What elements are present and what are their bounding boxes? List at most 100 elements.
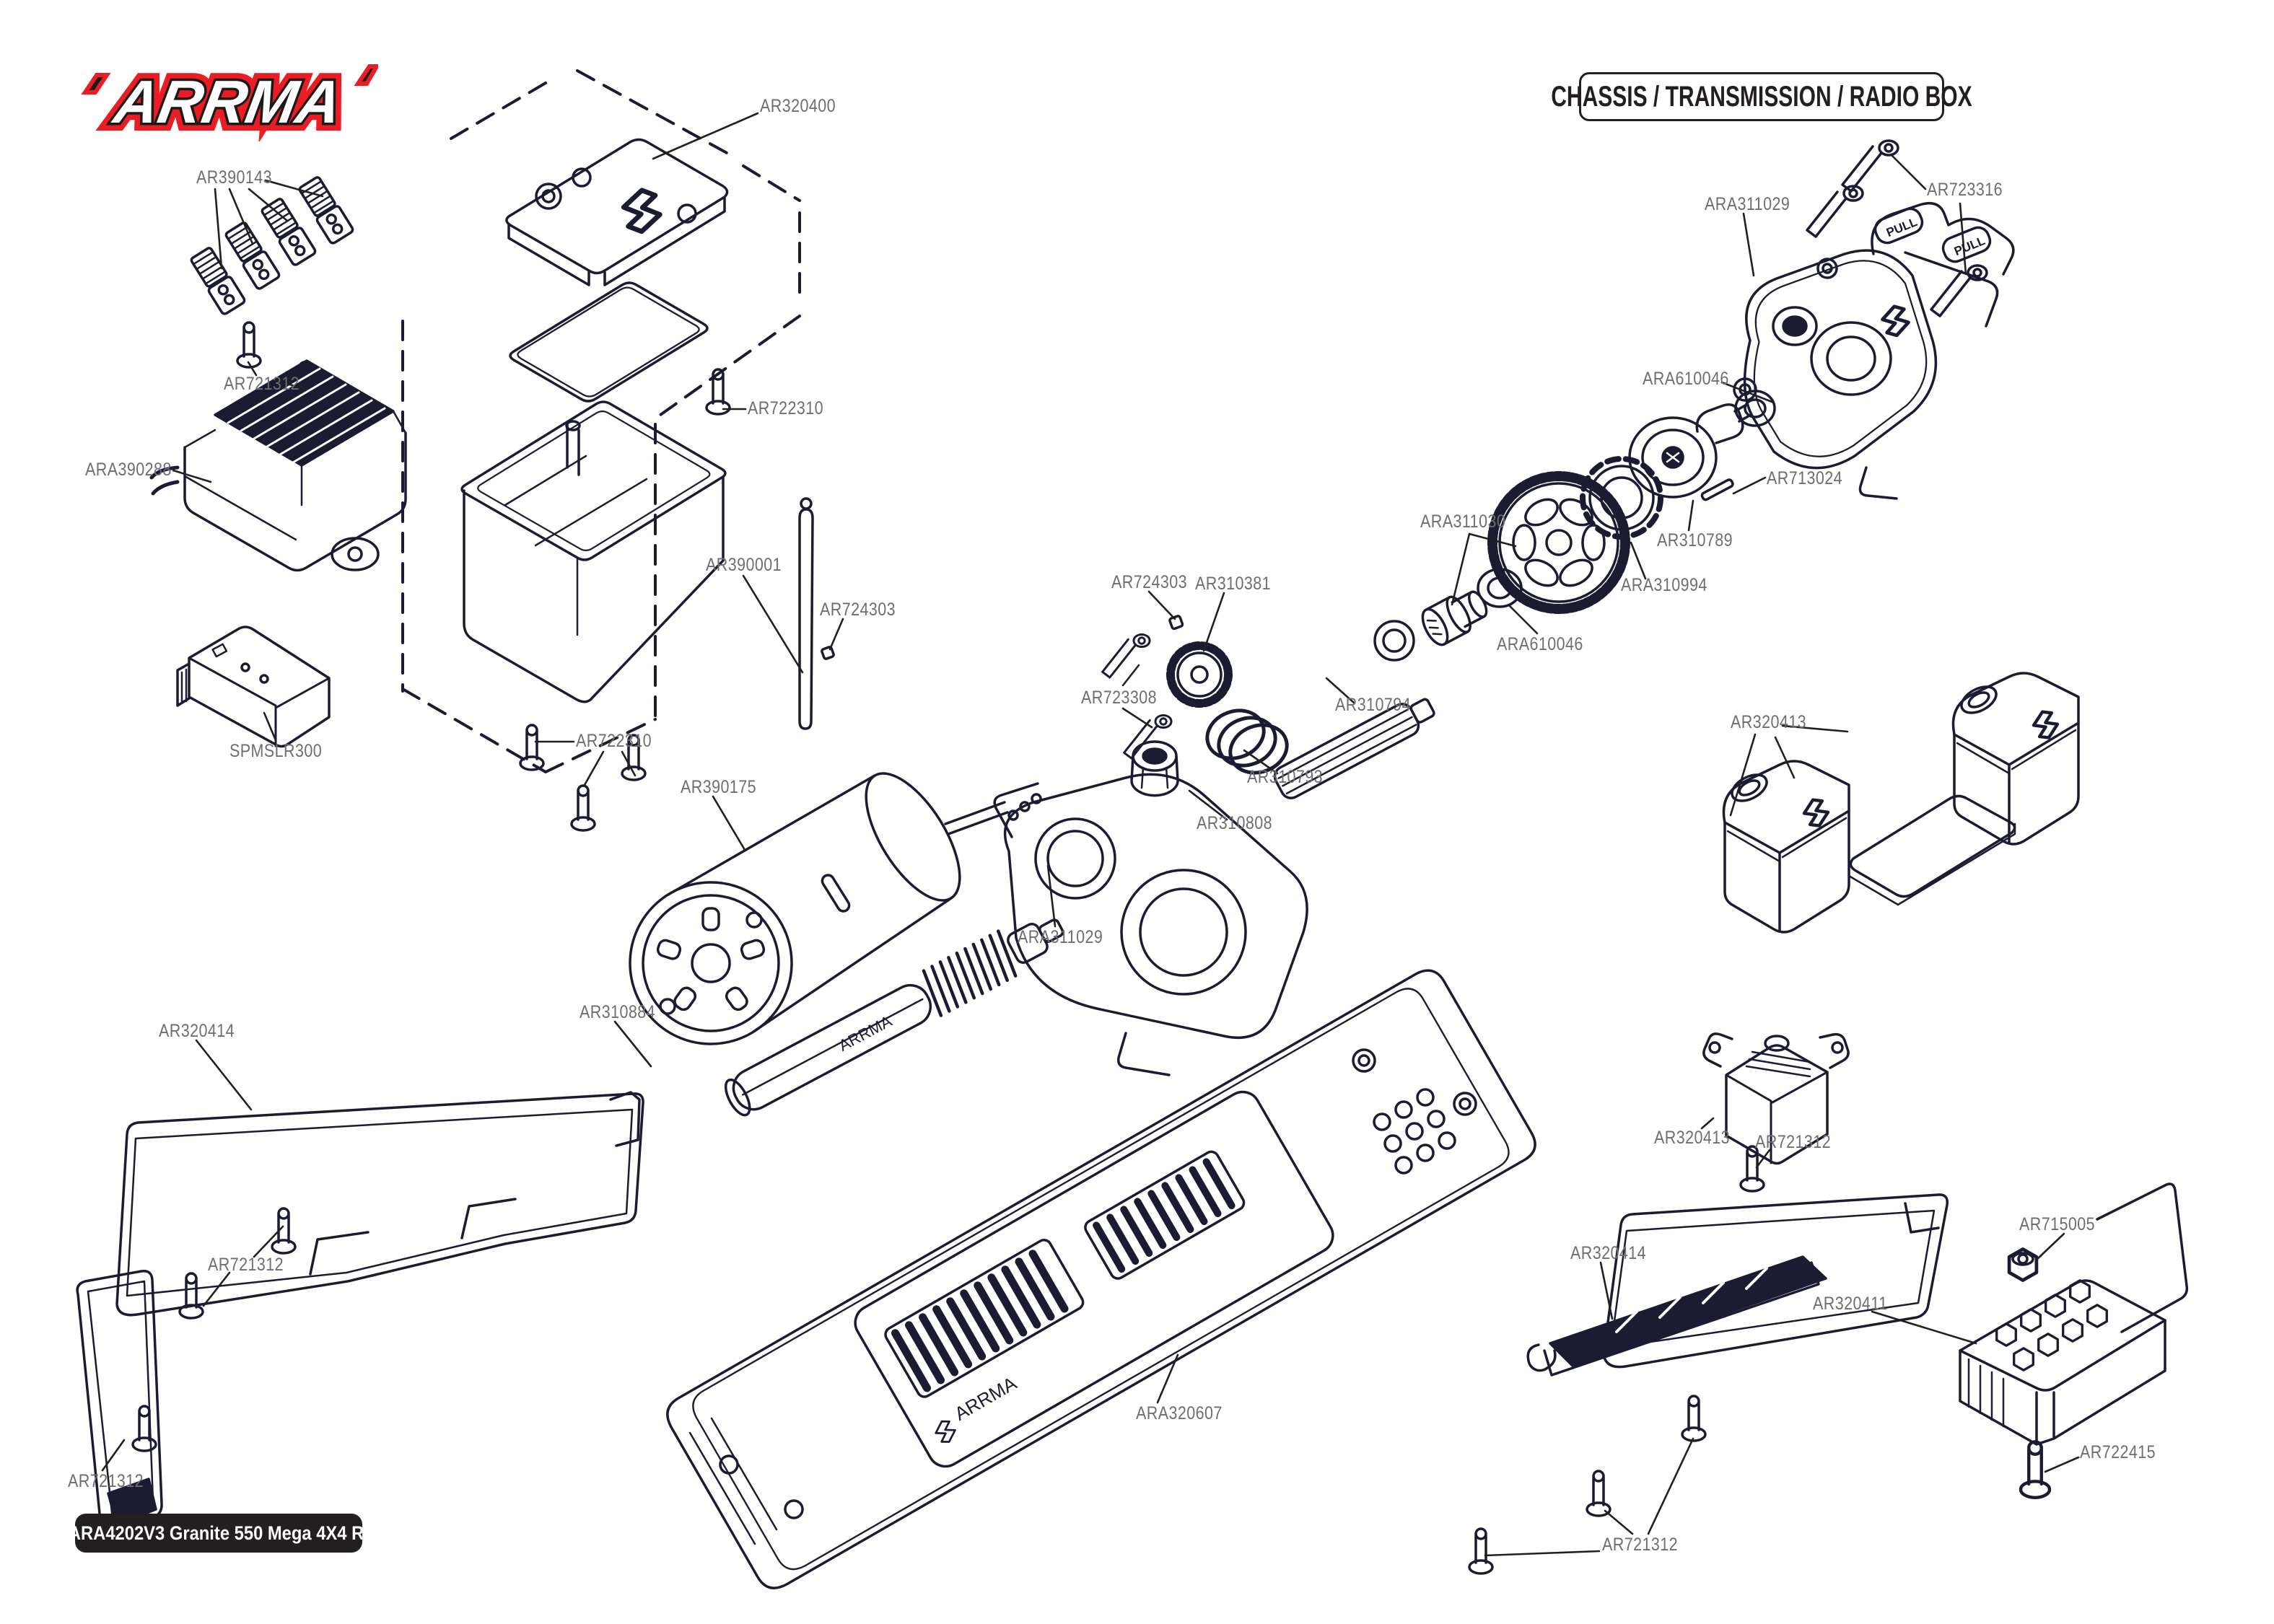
part-label-ar723308: AR723308: [1081, 688, 1158, 708]
pull-tab-marking: PULL: [1952, 234, 1987, 258]
part-label-ar320414: AR320414: [1570, 1243, 1647, 1263]
chassis-deck-marking: ARRMA: [950, 1372, 1020, 1425]
leader-line: [1755, 1149, 1771, 1169]
leader-line: [1046, 864, 1057, 928]
part-label-ar721312: AR721312: [208, 1255, 284, 1275]
leader-line: [828, 618, 844, 651]
leader-line: [712, 795, 746, 851]
leader-line: [742, 574, 804, 674]
part-label-ar310808: AR310808: [1197, 813, 1273, 833]
part-label-ar715005: AR715005: [2019, 1214, 2096, 1234]
part-label-ar390175: AR390175: [681, 777, 757, 797]
part-label-ar723316: AR723316: [1927, 180, 2003, 200]
leader-line: [1729, 733, 1757, 817]
leader-line: [1243, 749, 1279, 775]
part-label-ar320400: AR320400: [760, 96, 836, 116]
leader-line: [1604, 1509, 1634, 1535]
arrma-logo: ARRMA ARRMA: [75, 60, 381, 144]
leader-line: [1156, 1353, 1179, 1404]
part-label-ara610046: ARA610046: [1497, 634, 1583, 654]
leader-line: [263, 711, 277, 742]
leader-line: [202, 1271, 231, 1307]
sheet-title-box: CHASSIS / TRANSMISSION / RADIO BOX: [1551, 72, 1972, 121]
leader-line: [1781, 724, 1849, 733]
leader-line: [1121, 707, 1153, 729]
leader-line: [253, 1225, 284, 1258]
part-label-ara390288: ARA390288: [85, 460, 172, 480]
leader-line: [228, 188, 254, 245]
part-label-ara320607: ARA320607: [1136, 1403, 1223, 1423]
part-label-ar724303: AR724303: [1111, 572, 1188, 592]
leader-line: [2035, 1232, 2065, 1261]
leader-line: [1889, 153, 1927, 190]
part-label-ar721312: AR721312: [1755, 1132, 1832, 1152]
leader-line: [1774, 736, 1796, 779]
leader-line: [621, 750, 637, 777]
part-label-ar713024: AR713024: [1767, 468, 1843, 488]
part-label-spmslr300: SPMSLR300: [229, 741, 323, 761]
leader-line: [652, 112, 759, 160]
part-label-ar320411: AR320411: [1813, 1294, 1888, 1314]
part-label-ar310794: AR310794: [1335, 695, 1412, 715]
leader-line: [214, 188, 223, 270]
leader-line: [1732, 476, 1767, 495]
part-label-ar721312: AR721312: [1602, 1535, 1679, 1555]
leader-line: [1647, 1437, 1694, 1535]
pull-tab-marking: PULL: [1884, 215, 1919, 240]
leader-line: [1188, 789, 1228, 821]
leader-line: [1700, 1117, 1715, 1130]
part-label-ar722310: AR722310: [576, 731, 652, 751]
part-label-ar310789: AR310789: [1657, 530, 1733, 550]
svg-text:ARRMA: ARRMA: [108, 68, 347, 136]
leader-line: [1121, 664, 1140, 687]
leader-line: [1871, 1310, 1977, 1345]
part-label-ar310381: AR310381: [1195, 574, 1272, 594]
leader-line: [195, 1039, 253, 1111]
part-label-ar310793: AR310793: [1247, 767, 1324, 787]
leader-line: [1325, 677, 1355, 704]
leader-line: [247, 361, 258, 377]
leader-line: [286, 382, 308, 391]
model-badge-text: C-ARA4202V3 Granite 550 Mega 4X4 RTR: [50, 1522, 388, 1544]
leader-line: [1147, 590, 1176, 620]
sheet-title: CHASSIS / TRANSMISSION / RADIO BOX: [1551, 80, 1972, 113]
leader-line: [1630, 541, 1647, 580]
leader-line: [248, 188, 289, 222]
leader-line: [172, 469, 212, 483]
leader-line: [1599, 1261, 1614, 1320]
leader-line: [1484, 1550, 1601, 1557]
leader-line: [1508, 605, 1539, 635]
part-label-ar320414: AR320414: [159, 1021, 235, 1041]
part-label-ar722415: AR722415: [2080, 1442, 2156, 1462]
part-label-ar721312: AR721312: [224, 374, 300, 394]
leader-line: [1451, 532, 1471, 606]
leader-line: [1959, 202, 1967, 276]
part-label-ar310884: AR310884: [580, 1002, 656, 1022]
leader-line: [101, 1439, 126, 1472]
leader-line: [1720, 381, 1775, 404]
part-label-ara310994: ARA310994: [1621, 575, 1707, 595]
leader-line: [1687, 499, 1694, 532]
svg-text:ARRMA: ARRMA: [108, 68, 347, 136]
part-label-ara311029: ARA311029: [1018, 927, 1103, 947]
part-label-ar320413: AR320413: [1654, 1128, 1731, 1148]
model-badge: C-ARA4202V3 Granite 550 Mega 4X4 RTR: [51, 1514, 387, 1553]
part-label-ar390143: AR390143: [196, 167, 273, 188]
part-label-ar724303: AR724303: [820, 600, 896, 620]
part-label-ar390001: AR390001: [706, 555, 782, 575]
leader-line: [264, 179, 324, 198]
leader-line: [613, 1020, 652, 1068]
leader-line: [1468, 532, 1517, 548]
part-label-ara311029: ARA311029: [1705, 194, 1790, 214]
leader-line: [2044, 1456, 2080, 1473]
part-label-ar722310: AR722310: [748, 398, 824, 418]
part-label-ar320413: AR320413: [1731, 712, 1807, 732]
part-label-ara610046: ARA610046: [1643, 369, 1729, 389]
part-label-ara311030: ARA311030: [1420, 512, 1506, 532]
part-label-ar721312: AR721312: [68, 1471, 144, 1491]
leader-line: [1202, 592, 1225, 652]
leader-line: [583, 750, 605, 786]
locknut-shape: [2009, 1249, 2037, 1280]
